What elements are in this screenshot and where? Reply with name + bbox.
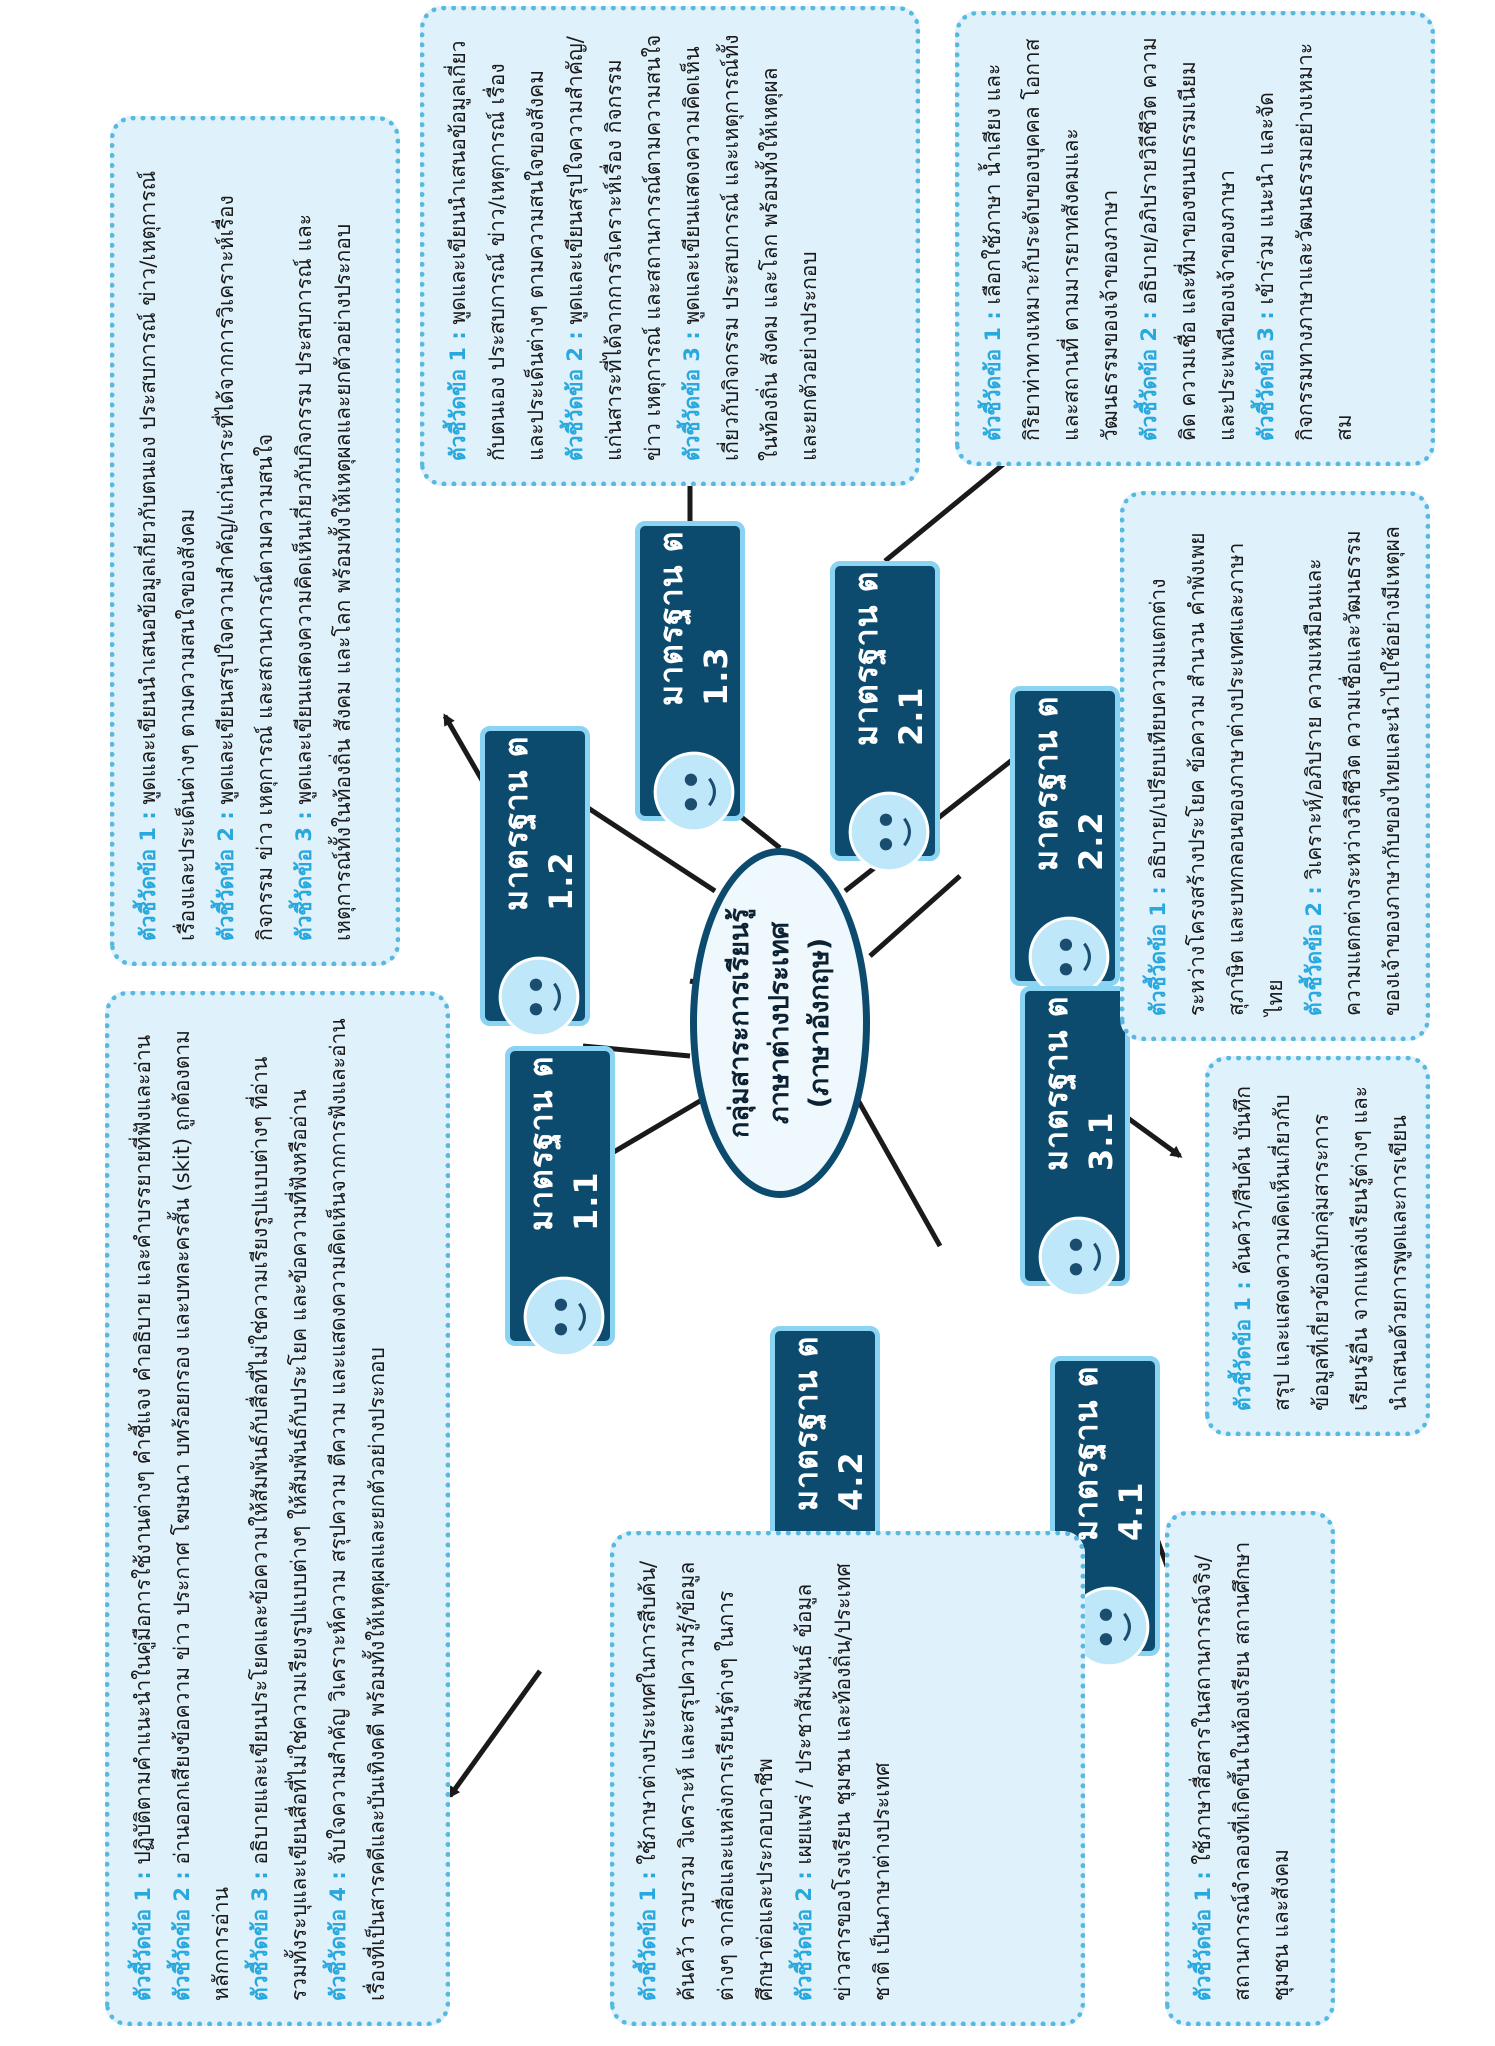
connector-s21 [868, 874, 962, 958]
mascot-icon [523, 1276, 605, 1358]
center-title-line1: กลุ่มสาระการเรียนรู้ [724, 908, 755, 1138]
indicator-item: ตัวชี้วัดข้อ 3 : พูดและเขียนแสดงความคิดเ… [680, 34, 821, 461]
indicator-item: ตัวชี้วัดข้อ 2 : วิเคราะห์/อภิปราย ความเ… [1302, 526, 1404, 1016]
indicator-item: ตัวชี้วัดข้อ 4 : จับใจความสำคัญ วิเคราะห… [326, 1018, 389, 2001]
indicator-box-1-1: ตัวชี้วัดข้อ 1 : ปฏิบัติตามคำแนะนำในคู่ม… [105, 991, 450, 2026]
standard-node-2-1: มาตรฐาน ต 2.1 [830, 561, 940, 873]
connector-s41 [583, 803, 717, 894]
mascot-icon [1038, 1216, 1120, 1298]
standard-node-4-1: มาตรฐาน ต 4.1 [1050, 1356, 1160, 1668]
standard-label: มาตรฐาน ต 4.1 [1066, 1365, 1150, 1541]
standard-label: มาตรฐาน ต 2.2 [1026, 695, 1110, 871]
indicator-item: ตัวชี้วัดข้อ 1 : ใช้ภาษาสื่อสารในสถานการ… [1191, 1541, 1293, 2001]
indicator-item: ตัวชี้วัดข้อ 2 : พูดและเขียนสรุปใจความสำ… [563, 34, 665, 461]
mascot-icon [848, 791, 930, 873]
arrow-s11 [447, 1669, 543, 1799]
indicator-box-1-2: ตัวชี้วัดข้อ 1 : พูดและเขียนนำเสนอข้อมูล… [110, 116, 400, 966]
indicator-item: ตัวชี้วัดข้อ 1 : พูดและเขียนนำเสนอข้อมูล… [446, 40, 548, 461]
standard-label: มาตรฐาน ต 1.1 [521, 1055, 605, 1231]
standard-label: มาตรฐาน ต 1.2 [496, 735, 580, 911]
indicator-box-3-1: ตัวชี้วัดข้อ 1 : ค้นคว้า/สืบค้น บันทึก ส… [1205, 1056, 1430, 1436]
standard-node-3-1: มาตรฐาน ต 3.1 [1020, 986, 1130, 1298]
standard-node-2-2: มาตรฐาน ต 2.2 [1010, 686, 1120, 998]
indicator-item: ตัวชี้วัดข้อ 1 : ใช้ภาษาต่างประเทศในการส… [636, 1560, 777, 2001]
indicator-box-2-1: ตัวชี้วัดข้อ 1 : เลือกใช้ภาษา น้ำเสียง แ… [955, 11, 1435, 466]
indicator-item: ตัวชี้วัดข้อ 1 : เลือกใช้ภาษา น้ำเสียง แ… [981, 38, 1122, 441]
indicator-item: ตัวชี้วัดข้อ 2 : พูดและเขียนสรุปใจความสำ… [214, 195, 277, 941]
indicator-box-1-3: ตัวชี้วัดข้อ 1 : พูดและเขียนนำเสนอข้อมูล… [420, 6, 920, 486]
mascot-icon [1028, 916, 1110, 998]
indicator-item: ตัวชี้วัดข้อ 1 : พูดและเขียนนำเสนอข้อมูล… [136, 170, 199, 941]
indicator-item: ตัวชี้วัดข้อ 3 : เข้าร่วม แนะนำ และจัดกิ… [1254, 42, 1356, 441]
mascot-icon [498, 956, 580, 1038]
standard-label: มาตรฐาน ต 3.1 [1036, 995, 1120, 1171]
standard-label: มาตรฐาน ต 4.2 [786, 1335, 870, 1511]
indicator-item: ตัวชี้วัดข้อ 2 : เผยแพร่ / ประชาสัมพันธ์… [792, 1563, 894, 2001]
indicator-box-4-2: ตัวชี้วัดข้อ 1 : ใช้ภาษาต่างประเทศในการส… [610, 1531, 1085, 2026]
indicator-item: ตัวชี้วัดข้อ 3 : พูดและเขียนแสดงความคิดเ… [292, 213, 355, 941]
mascot-icon [653, 751, 735, 833]
indicator-item: ตัวชี้วัดข้อ 1 : ค้นคว้า/สืบค้น บันทึก ส… [1231, 1085, 1411, 1411]
indicator-box-4-1: ตัวชี้วัดข้อ 1 : ใช้ภาษาสื่อสารในสถานการ… [1165, 1511, 1335, 2026]
connector-s13 [847, 1084, 943, 1248]
standard-label: มาตรฐาน ต 2.1 [846, 570, 930, 746]
indicator-item: ตัวชี้วัดข้อ 2 : อ่านออกเสียงข้อความ ข่า… [170, 1030, 233, 2001]
center-title-line3: (ภาษาอังกฤษ) [804, 937, 835, 1109]
indicator-box-2-2: ตัวชี้วัดข้อ 1 : อธิบาย/เปรียบเทียบความแ… [1120, 491, 1430, 1041]
center-title-line2: ภาษาต่างประเทศ [764, 921, 795, 1125]
standard-node-1-2: มาตรฐาน ต 1.2 [480, 726, 590, 1038]
indicator-item: ตัวชี้วัดข้อ 3 : อธิบายและเขียนประโยคและ… [248, 1056, 311, 2001]
standard-label: มาตรฐาน ต 1.3 [651, 530, 735, 706]
indicator-item: ตัวชี้วัดข้อ 1 : ปฏิบัติตามคำแนะนำในคู่ม… [131, 1034, 155, 2001]
indicator-item: ตัวชี้วัดข้อ 2 : อธิบาย/อภิปรายวิถีชีวิต… [1137, 37, 1239, 441]
standard-node-1-1: มาตรฐาน ต 1.1 [505, 1046, 615, 1358]
connector-s31 [738, 814, 782, 850]
mascot-icon [1068, 1586, 1150, 1668]
standard-node-1-3: มาตรฐาน ต 1.3 [635, 521, 745, 833]
indicator-item: ตัวชี้วัดข้อ 1 : อธิบาย/เปรียบเทียบความแ… [1146, 532, 1287, 1016]
center-ellipse: กลุ่มสาระการเรียนรู้ ภาษาต่างประเทศ (ภาษ… [690, 848, 870, 1198]
